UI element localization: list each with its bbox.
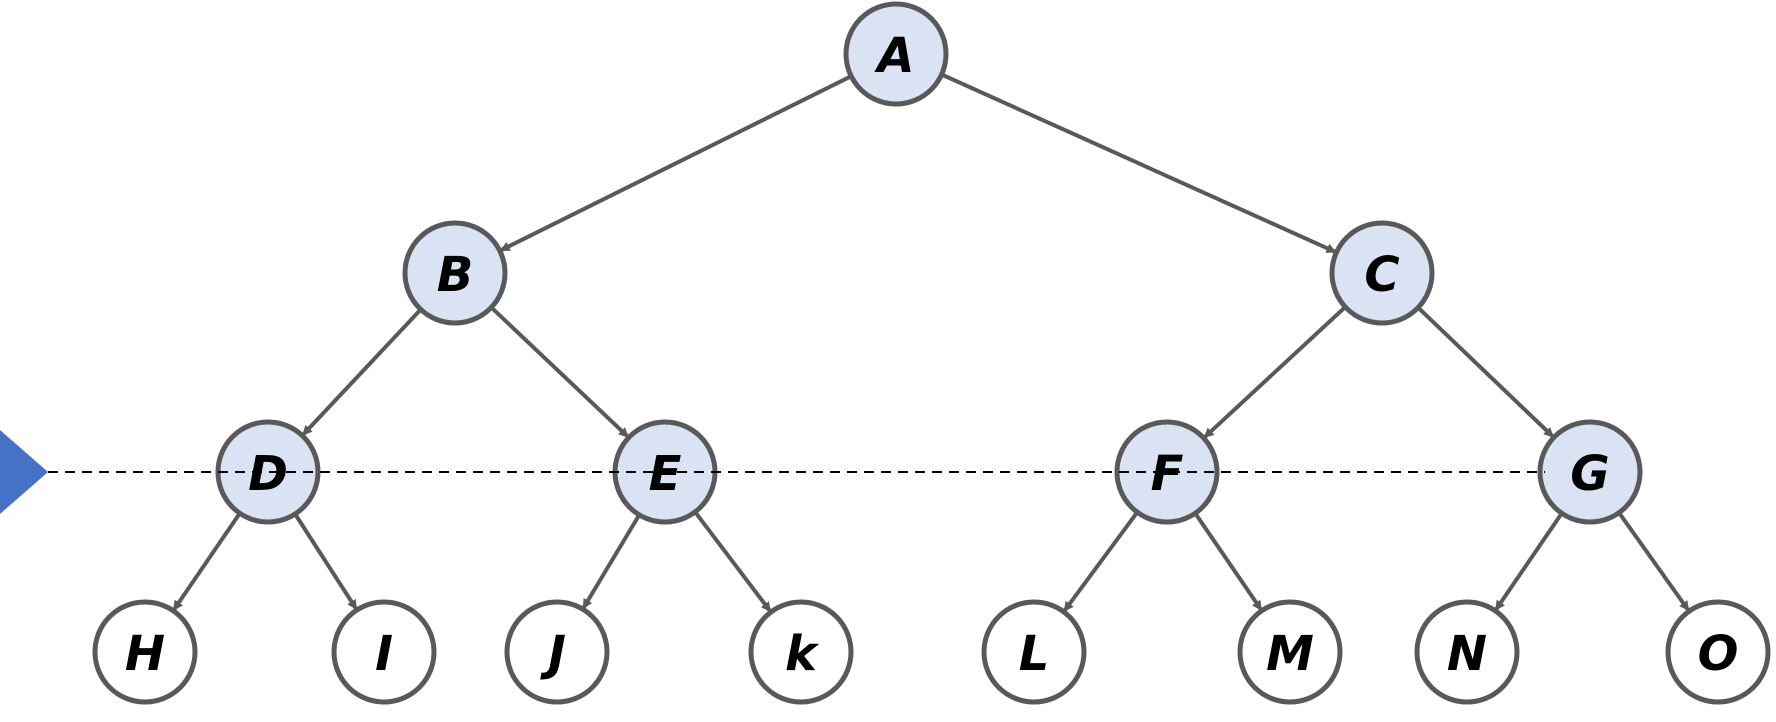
edges xyxy=(172,72,1690,613)
node-label-e: E xyxy=(649,446,682,502)
node-label-i: I xyxy=(375,626,393,682)
node-circle-g xyxy=(1537,419,1643,525)
node-label-d: D xyxy=(248,446,288,502)
level-indicator xyxy=(0,430,1545,514)
tree-node-j: J xyxy=(504,599,610,705)
node-label-n: N xyxy=(1447,626,1487,682)
edge-b-e xyxy=(489,305,629,438)
node-label-a: A xyxy=(873,28,914,84)
node-circle-j xyxy=(504,599,610,705)
edge-a-b xyxy=(499,74,853,252)
edge-e-j xyxy=(582,513,642,610)
node-circle-c xyxy=(1329,220,1435,326)
node-label-f: F xyxy=(1151,446,1184,502)
edge-d-h xyxy=(172,512,242,611)
node-circle-k xyxy=(748,599,854,705)
node-label-b: B xyxy=(437,247,474,303)
edge-f-l xyxy=(1063,511,1139,612)
tree-node-n: N xyxy=(1414,599,1520,705)
node-label-h: H xyxy=(125,626,165,682)
tree-node-c: C xyxy=(1329,220,1435,326)
node-label-m: M xyxy=(1266,626,1314,682)
edge-e-k xyxy=(693,510,772,613)
tree-node-a: A xyxy=(843,1,949,107)
tree-node-g: G xyxy=(1537,419,1643,525)
tree-node-h: H xyxy=(92,599,198,705)
node-label-l: L xyxy=(1019,626,1050,682)
node-circle-n xyxy=(1414,599,1520,705)
node-circle-l xyxy=(981,599,1087,705)
tree-node-i: I xyxy=(331,599,437,705)
tree-node-o: O xyxy=(1665,599,1771,705)
edge-g-o xyxy=(1617,511,1690,612)
edge-g-n xyxy=(1494,512,1564,611)
edge-b-d xyxy=(302,308,423,436)
edge-a-c xyxy=(940,72,1337,254)
edge-c-g xyxy=(1416,306,1554,438)
node-label-o: O xyxy=(1698,626,1739,682)
tree-node-d: D xyxy=(215,419,321,525)
node-circle-o xyxy=(1665,599,1771,705)
node-circle-b xyxy=(402,220,508,326)
node-circle-i xyxy=(331,599,437,705)
node-circle-a xyxy=(843,1,949,107)
edge-c-f xyxy=(1203,305,1347,439)
node-label-k: k xyxy=(785,626,820,682)
node-circle-h xyxy=(92,599,198,705)
tree-node-k: k xyxy=(748,599,854,705)
edge-d-i xyxy=(293,512,358,610)
node-circle-f xyxy=(1114,419,1220,525)
tree-node-b: B xyxy=(402,220,508,326)
node-label-c: C xyxy=(1364,247,1399,303)
tree-node-m: M xyxy=(1237,599,1343,705)
tree-node-l: L xyxy=(981,599,1087,705)
node-label-g: G xyxy=(1570,446,1609,502)
node-circle-m xyxy=(1237,599,1343,705)
tree-node-f: F xyxy=(1114,419,1220,525)
edge-f-m xyxy=(1193,512,1263,611)
level-pointer-triangle xyxy=(0,430,48,514)
